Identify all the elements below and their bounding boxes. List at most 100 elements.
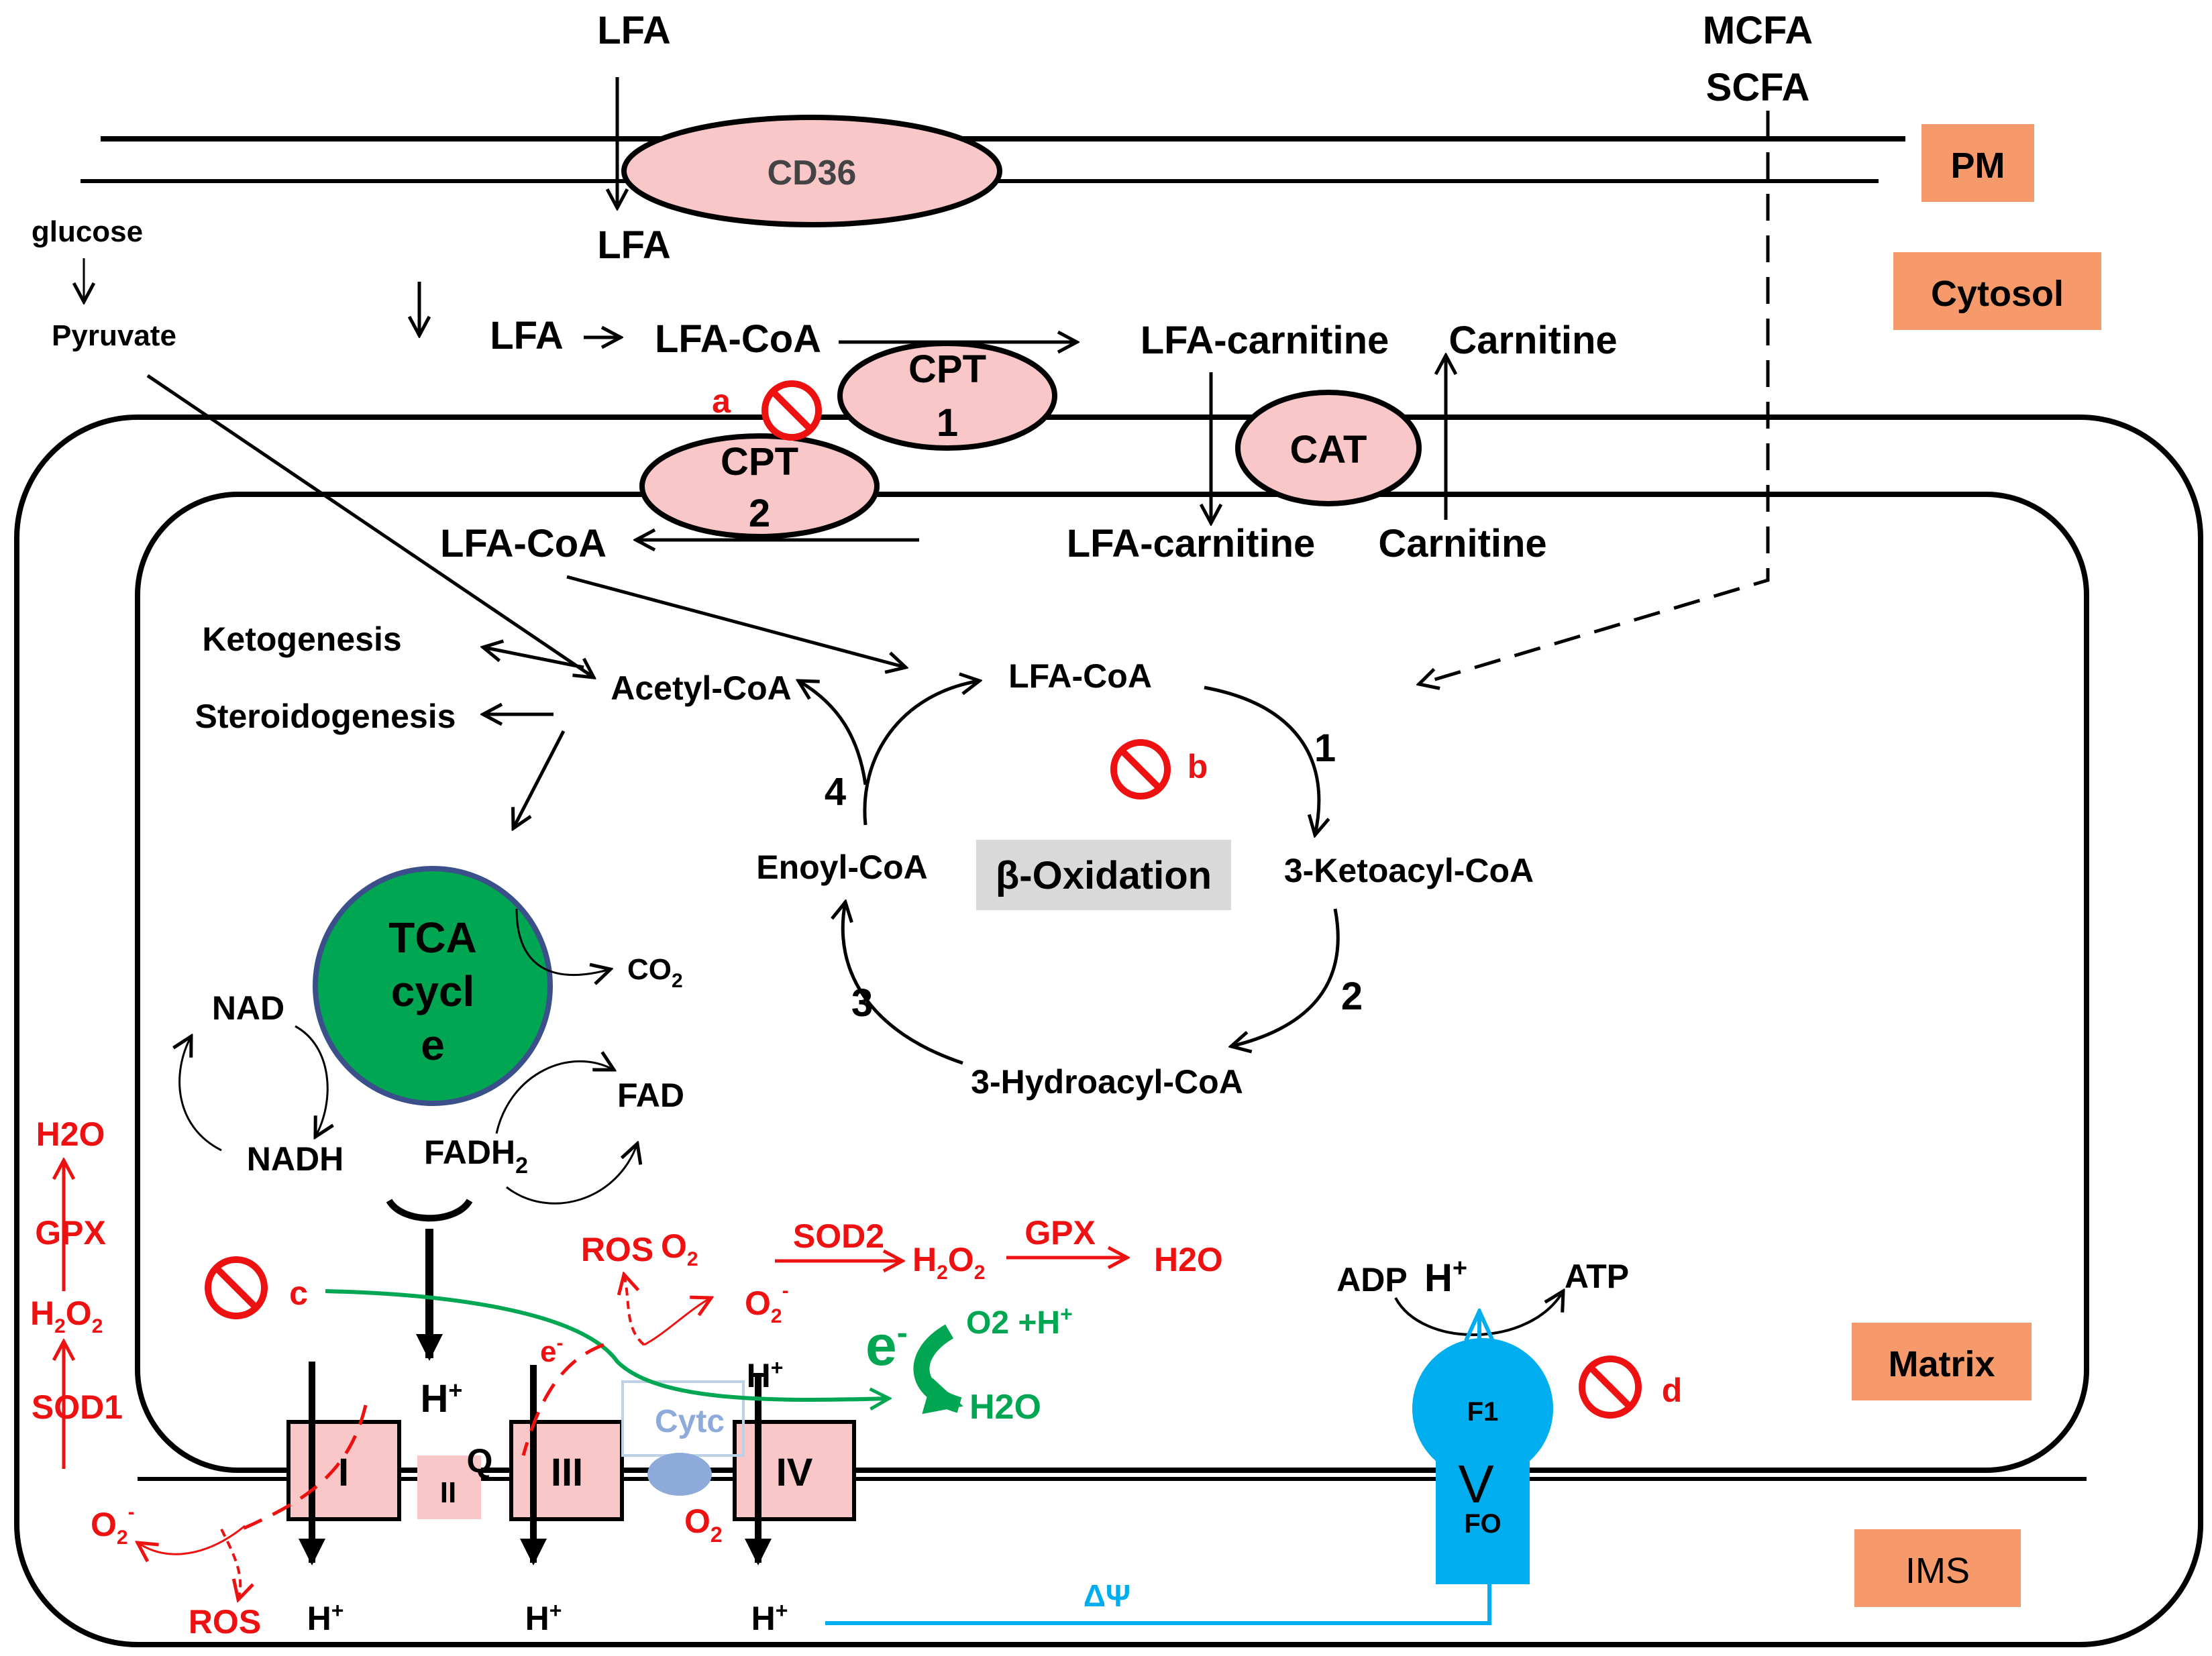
o2-top-main: O [661,1227,687,1265]
cpt2-label-line2: 2 [749,492,770,535]
fadh2-main: FADH [424,1134,515,1171]
tca-label-line1: TCA [388,914,477,962]
o2-complex-iv-sub: 2 [710,1523,723,1547]
left-gpx-label: GPX [35,1214,106,1252]
pm-tag-label: PM [1951,146,2005,186]
cat-label: CAT [1290,428,1367,472]
o2-h-label: O2 +H+ [966,1302,1073,1341]
co2-label: CO2 [627,953,683,992]
h2o2-mid-h: H [912,1241,937,1278]
beta-oxidation-label: β-Oxidation [996,854,1212,897]
outer-mitochondrial-membrane [14,415,2203,1647]
ros-ims-label: ROS [189,1603,261,1641]
h-ims-1-main: H [307,1600,331,1637]
to-ketogenesis-arrow [483,647,584,669]
step-4-label: 4 [825,770,846,814]
o2-minus-arrow [643,1298,711,1346]
inhibitor-b [1110,739,1171,799]
nadh-to-nad-arrow [180,1036,222,1152]
h-matrix-iv-plus: + [771,1356,784,1380]
step-3-label: 3 [851,981,873,1025]
h2o2-mid-label: H2O2 [912,1241,985,1284]
h-ims-3-plus: + [776,1598,788,1622]
cpt2-label-line1: CPT [721,440,798,484]
inhibitor-a [761,380,822,441]
fadh2-sub: 2 [515,1153,528,1178]
nad-label: NAD [212,989,284,1027]
o2-top-sub: 2 [687,1248,698,1270]
electron-leak-path-iii [521,1343,604,1456]
electron-green-main: e [865,1314,897,1377]
left-h2o2-h: H [30,1294,54,1332]
complex-ii-label: II [440,1476,456,1509]
sod2-label: SOD2 [793,1217,884,1255]
o2-complex-iv-main: O [684,1502,710,1540]
complex-i-label: I [338,1451,349,1494]
left-h2o2-o: O [66,1294,92,1332]
h2o2-mid-o-sub: 2 [974,1262,986,1284]
mcfa-scfa-dashed-arrow [1419,111,1770,684]
pm-tag [1921,124,2034,202]
pyruvate-label: Pyruvate [52,319,176,352]
tca-cycle-circle [313,866,553,1106]
inner-mitochondrial-membrane [135,492,2089,1473]
nad-to-nadh-arrow [295,1025,327,1137]
lfacoa-matrix-label: LFA-CoA [440,522,607,565]
delta-psi-label: ΔΨ [1084,1578,1130,1613]
inhibitor-a-label: a [712,382,731,420]
cpt1-enzyme [837,341,1057,451]
ketogenesis-label: Ketogenesis [202,620,401,658]
atp-synthase-h-plus: + [1453,1254,1467,1282]
h-matrix-label: H+ [421,1376,463,1421]
cd36-transporter [621,115,1002,227]
inhibitor-c-label: c [289,1274,308,1312]
h-matrix-iv-main: H [747,1357,771,1394]
tca-label-line3: e [421,1021,445,1069]
lfa-carnitine-cyto-label: LFA-carnitine [1141,319,1389,362]
complex-iv [733,1420,856,1521]
mcfa-label: MCFA [1703,9,1813,52]
cytc-carrier [647,1453,712,1496]
cpt1-label-line1: CPT [908,347,986,391]
gpx-label: GPX [1024,1214,1096,1252]
oxygen-reduction-arrow [913,1324,963,1415]
hydroacyl-coa-label: 3-Hydroacyl-CoA [971,1063,1243,1101]
matrix-tag-label: Matrix [1888,1344,1995,1384]
h-matrix-iv-label: H+ [747,1356,784,1394]
inhibitor-d [1579,1356,1642,1419]
atp-synthase-h-label: H+ [1424,1254,1467,1300]
step-2-label: 2 [1341,975,1363,1018]
atp-synthase-h-main: H [1424,1256,1453,1300]
left-h2o2-label: H2O2 [30,1294,103,1337]
pyruvate-to-acetylcoa-arrow [146,374,594,677]
lfacoa-cyto-label: LFA-CoA [655,317,821,361]
glucose-label: glucose [32,215,143,248]
inhibitor-c [205,1256,268,1319]
inhibitor-b-label: b [1188,748,1208,785]
complex-iii [509,1420,624,1521]
co2-main: CO [627,953,672,986]
cat-transporter [1235,390,1422,506]
o2-top-label: O2 [661,1227,698,1270]
fo-v-shape: V [1458,1454,1494,1514]
o2-minus-ims-sub: 2 [117,1527,128,1549]
h-ims-1-label: H+ [307,1598,344,1637]
lfacoa-to-betaox-arrow [566,575,906,667]
o2-minus-ims-arrow [138,1525,246,1554]
o2-minus-ims-main: O [91,1506,117,1543]
o2-minus-main: O [745,1284,771,1322]
step1-arrow [1204,685,1319,835]
ketoacyl-coa-label: 3-Ketoacyl-CoA [1284,852,1534,889]
fad-to-fadh2-arrow [506,1144,637,1205]
delta-psi-line [825,1584,1491,1625]
h-ims-2-main: H [525,1600,549,1637]
fadh2-to-fad-arrow [495,1061,614,1134]
step-1-label: 1 [1314,726,1336,770]
step3-arrow [843,902,963,1065]
lfa-cyto-label: LFA [490,314,564,357]
left-h2o2-o-sub: 2 [92,1315,103,1337]
carnitine-cyto-label: Carnitine [1449,319,1617,362]
lfa-outside-label: LFA [597,9,671,52]
h2o-green-label: H2O [969,1388,1041,1427]
cytosol-tag [1893,252,2101,330]
